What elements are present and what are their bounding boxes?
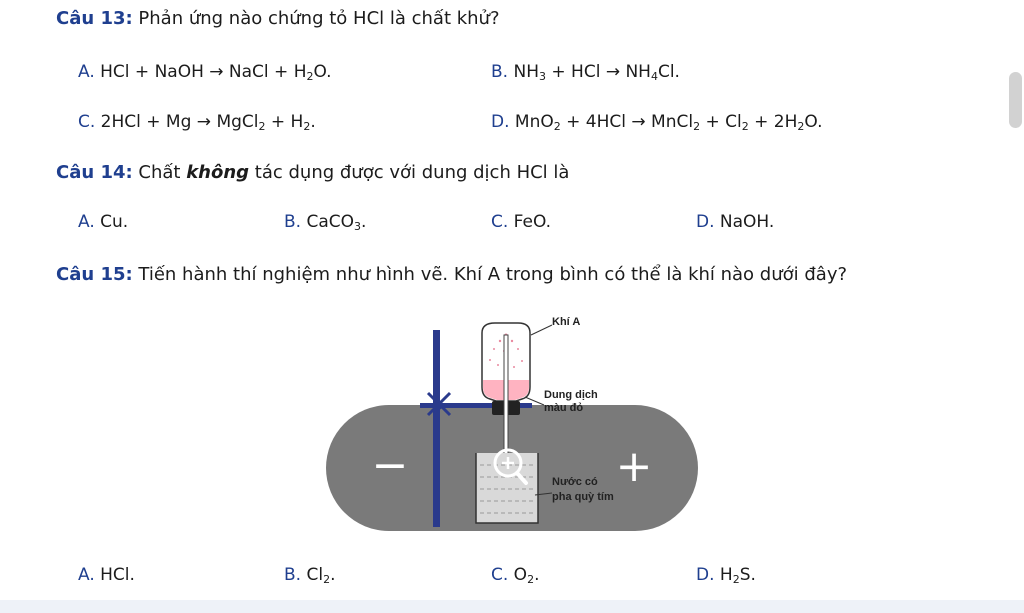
subscript: 3	[538, 70, 546, 83]
label-water-1: Nước có	[552, 476, 598, 488]
option-text: MnO	[509, 112, 554, 132]
subscript: 2	[553, 120, 561, 133]
question-15-title: Câu 15: Tiến hành thí nghiệm như hình vẽ…	[56, 264, 847, 285]
option-label: A.	[78, 565, 95, 585]
option-label: C.	[491, 212, 509, 232]
option-text: + 2H	[748, 112, 798, 132]
label-water-2: pha quỳ tím	[552, 491, 614, 503]
option-label: B.	[284, 565, 302, 585]
magnifier-icon[interactable]	[493, 448, 528, 485]
option-text: 2HCl + Mg → MgCl	[95, 112, 259, 132]
question-14-emphasis: không	[186, 162, 250, 183]
option-text: NH	[508, 62, 539, 82]
option-text: Cl.	[657, 62, 680, 82]
option-text: HCl.	[94, 565, 135, 585]
q13-option-d[interactable]: D. MnO2 + 4HCl → MnCl2 + Cl2 + 2H2O.	[491, 112, 823, 132]
question-13-title: Câu 13: Phản ứng nào chứng tỏ HCl là chấ…	[56, 8, 500, 29]
q15-option-d[interactable]: D. H2S.	[696, 565, 756, 585]
q13-option-a[interactable]: A. HCl + NaOH → NaCl + H2O.	[78, 62, 332, 82]
option-text: Cu.	[94, 212, 129, 232]
question-15-text: Tiến hành thí nghiệm như hình vẽ. Khí A …	[132, 264, 848, 285]
experiment-figure: − + Khí A Dung dịch màu đỏ Nước có pha q…	[326, 316, 698, 531]
q14-option-a[interactable]: A. Cu.	[78, 212, 128, 232]
subscript: 2	[323, 573, 331, 586]
subscript: 2	[527, 573, 535, 586]
option-text: HCl + NaOH → NaCl + H	[94, 62, 307, 82]
question-13-number: Câu 13:	[56, 8, 133, 29]
option-label: D.	[696, 565, 715, 585]
label-gas: Khí A	[552, 316, 580, 328]
option-text: + H	[265, 112, 304, 132]
option-label: C.	[491, 565, 509, 585]
option-label: B.	[491, 62, 509, 82]
subscript: 2	[306, 70, 314, 83]
option-text: + HCl → NH	[545, 62, 651, 82]
q13-option-c[interactable]: C. 2HCl + Mg → MgCl2 + H2.	[78, 112, 316, 132]
option-label: B.	[284, 212, 302, 232]
stand-rod	[433, 330, 440, 527]
option-label: A.	[78, 62, 95, 82]
q15-option-a[interactable]: A. HCl.	[78, 565, 135, 585]
subscript: 2	[303, 120, 311, 133]
water-lines	[480, 464, 534, 514]
stand-clamp	[420, 403, 532, 408]
bottom-strip	[0, 600, 1024, 613]
question-14-text: tác dụng được với dung dịch HCl là	[249, 162, 570, 183]
q15-option-b[interactable]: B. Cl2.	[284, 565, 335, 585]
subscript: 4	[650, 70, 658, 83]
zoom-in-icon[interactable]: +	[616, 441, 653, 492]
subscript: 2	[693, 120, 701, 133]
option-text: CaCO	[301, 212, 355, 232]
option-text: NaOH.	[714, 212, 775, 232]
question-14-text: Chất	[132, 162, 187, 183]
q13-option-b[interactable]: B. NH3 + HCl → NH4Cl.	[491, 62, 680, 82]
option-text: O.	[804, 112, 823, 132]
question-15-number: Câu 15:	[56, 264, 133, 285]
subscript: 2	[732, 573, 740, 586]
option-text: Cl	[301, 565, 324, 585]
option-text: H	[714, 565, 733, 585]
q14-option-c[interactable]: C. FeO.	[491, 212, 551, 232]
scrollbar-thumb[interactable]	[1009, 72, 1022, 128]
option-label: A.	[78, 212, 95, 232]
zoom-out-icon[interactable]: −	[372, 440, 409, 491]
option-text: .	[310, 112, 316, 132]
option-text: + Cl	[700, 112, 742, 132]
beaker	[475, 453, 539, 524]
q15-option-c[interactable]: C. O2.	[491, 565, 539, 585]
subscript: 2	[741, 120, 749, 133]
question-13-text: Phản ứng nào chứng tỏ HCl là chất khử?	[132, 8, 500, 29]
option-label: D.	[696, 212, 715, 232]
subscript: 2	[797, 120, 805, 133]
option-text: FeO.	[508, 212, 552, 232]
option-text: O.	[313, 62, 332, 82]
option-text: .	[534, 565, 540, 585]
question-14-number: Câu 14:	[56, 162, 133, 183]
label-solution-1: Dung dịch	[544, 389, 598, 401]
option-text: .	[361, 212, 367, 232]
subscript: 3	[354, 220, 362, 233]
option-label: C.	[78, 112, 96, 132]
question-14-title: Câu 14: Chất không tác dụng được với dun…	[56, 162, 569, 183]
option-text: + 4HCl → MnCl	[560, 112, 694, 132]
subscript: 2	[258, 120, 266, 133]
q14-option-b[interactable]: B. CaCO3.	[284, 212, 366, 232]
option-text: O	[508, 565, 528, 585]
option-text: .	[330, 565, 336, 585]
q14-option-d[interactable]: D. NaOH.	[696, 212, 774, 232]
label-solution-2: màu đỏ	[544, 402, 583, 414]
option-text: S.	[739, 565, 756, 585]
option-label: D.	[491, 112, 510, 132]
